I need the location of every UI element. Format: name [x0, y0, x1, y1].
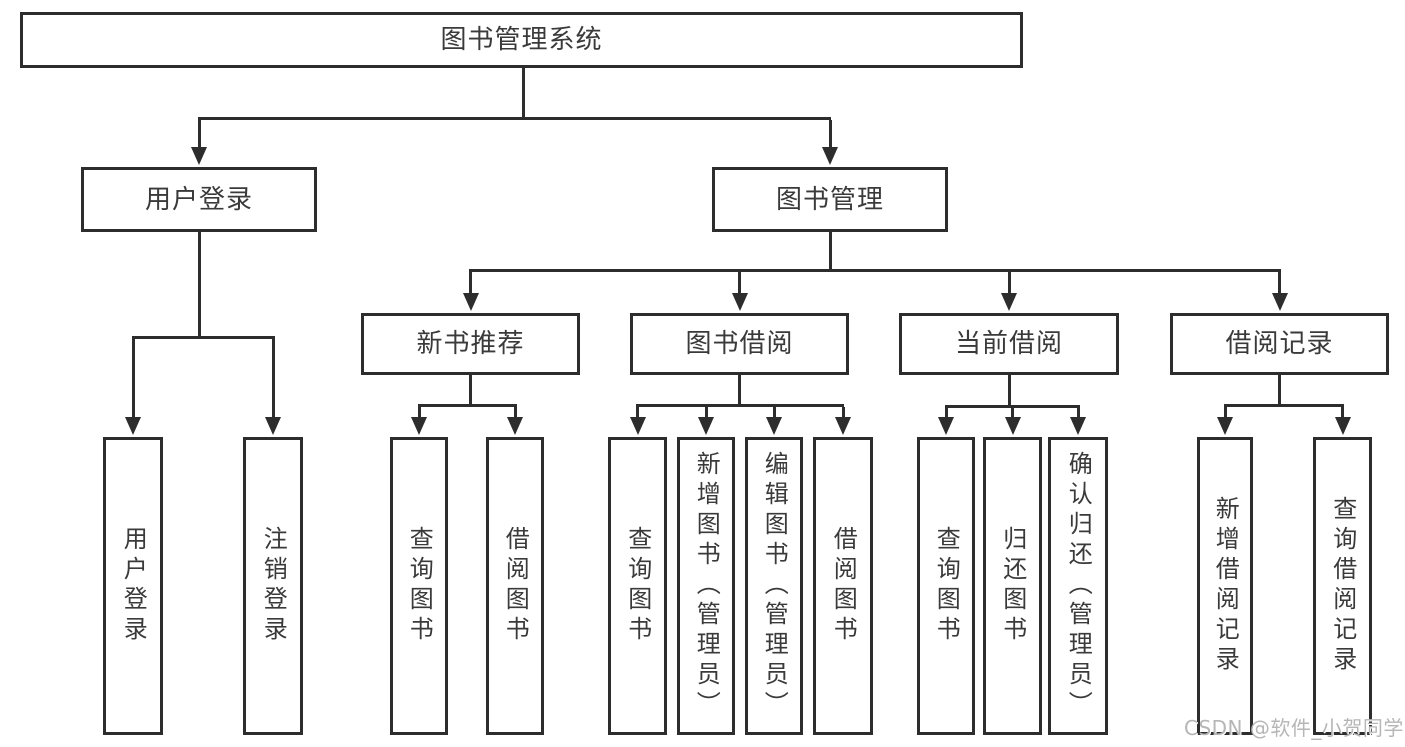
- node-book-management: 图书管理: [712, 167, 948, 232]
- arrow-down-icon: [629, 417, 646, 435]
- connector-stem: [469, 272, 472, 293]
- watermark: CSDN @软件_小贺同学: [1184, 716, 1404, 740]
- leaf-add-book-admin: 新增图书（管理员）: [677, 437, 735, 735]
- leaf-query-books-borrow: 查询图书: [608, 437, 667, 735]
- leaf-query-borrow-record: 查询借阅记录: [1313, 437, 1372, 735]
- connector-recommend-h: [417, 404, 517, 407]
- node-book-management-label: 图书管理: [775, 184, 884, 215]
- arrow-down-icon: [731, 293, 748, 311]
- connector-stem: [1011, 408, 1014, 417]
- connector-stem: [704, 407, 708, 417]
- leaf-return-books: 归还图书: [983, 437, 1042, 735]
- node-new-book-recommend: 新书推荐: [361, 313, 580, 375]
- node-new-book-recommend-label: 新书推荐: [416, 329, 525, 359]
- arrow-down-icon: [265, 417, 281, 435]
- arrow-down-icon: [835, 417, 851, 435]
- connector-stem: [1278, 272, 1281, 293]
- connector-bookmgmt-v: [828, 232, 832, 269]
- leaf-logout: 注销登录: [243, 437, 303, 735]
- connector-bookmgmt-h: [469, 269, 1281, 272]
- arrow-down-icon: [766, 417, 782, 435]
- connector-root-h: [197, 117, 831, 120]
- connector-borrow-v: [738, 375, 741, 404]
- node-current-borrow: 当前借阅: [899, 313, 1119, 375]
- node-borrow-records: 借阅记录: [1170, 313, 1389, 375]
- node-root: 图书管理系统: [20, 12, 1023, 68]
- connector-stem: [636, 407, 639, 417]
- connector-current-v: [1007, 375, 1011, 405]
- leaf-add-borrow-record: 新增借阅记录: [1197, 437, 1253, 735]
- leaf-query-books-borrow-label: 查询图书: [623, 526, 652, 646]
- connector-stem: [772, 407, 776, 417]
- arrow-down-icon: [1334, 417, 1351, 435]
- arrow-down-icon: [507, 417, 523, 435]
- arrow-down-icon: [1070, 417, 1086, 435]
- arrow-down-icon: [191, 147, 207, 165]
- connector-stem: [944, 408, 948, 417]
- connector-stem: [131, 339, 135, 417]
- connector-stem: [271, 339, 275, 417]
- connector-recommend-v: [469, 375, 472, 404]
- connector-stem: [828, 120, 832, 147]
- connector-stem: [513, 407, 517, 417]
- connector-stem: [197, 120, 201, 147]
- leaf-query-books-current: 查询图书: [917, 437, 975, 735]
- arrow-down-icon: [125, 417, 141, 435]
- node-borrow-records-label: 借阅记录: [1225, 329, 1334, 359]
- leaf-query-books-recommend-label: 查询图书: [405, 526, 434, 646]
- node-user-login-label: 用户登录: [144, 184, 253, 215]
- leaf-logout-label: 注销登录: [259, 526, 288, 646]
- leaf-user-login: 用户登录: [103, 437, 163, 735]
- leaf-edit-book-admin: 编辑图书（管理员）: [745, 437, 803, 735]
- arrow-down-icon: [1004, 417, 1021, 435]
- connector-root-v: [521, 68, 525, 117]
- leaf-add-book-admin-label: 新增图书（管理员）: [692, 451, 721, 721]
- connector-stem: [1007, 272, 1011, 293]
- leaf-add-borrow-record-label: 新增借阅记录: [1211, 496, 1240, 676]
- node-user-login: 用户登录: [81, 167, 317, 232]
- connector-records-v: [1278, 375, 1281, 404]
- leaf-user-login-label: 用户登录: [119, 526, 148, 646]
- connector-records-h: [1223, 404, 1344, 407]
- leaf-edit-book-admin-label: 编辑图书（管理员）: [760, 451, 789, 721]
- connector-userlogin-h: [131, 336, 275, 339]
- arrow-down-icon: [938, 417, 954, 435]
- arrow-down-icon: [411, 417, 427, 435]
- leaf-confirm-return-admin-label: 确认归还（管理员）: [1064, 451, 1093, 721]
- leaf-query-books-current-label: 查询图书: [932, 526, 961, 646]
- leaf-query-books-recommend: 查询图书: [390, 437, 448, 735]
- connector-stem: [738, 272, 741, 293]
- node-book-borrow: 图书借阅: [630, 313, 849, 375]
- connector-userlogin-v: [197, 232, 201, 336]
- leaf-confirm-return-admin: 确认归还（管理员）: [1048, 437, 1108, 735]
- connector-stem: [1076, 408, 1080, 417]
- connector-borrow-h: [636, 404, 844, 407]
- connector-stem: [1341, 407, 1344, 417]
- node-book-borrow-label: 图书借阅: [685, 329, 794, 359]
- node-current-borrow-label: 当前借阅: [954, 329, 1063, 359]
- leaf-borrow-books-recommend: 借阅图书: [486, 437, 544, 735]
- leaf-borrow-books: 借阅图书: [813, 437, 873, 735]
- node-root-label: 图书管理系统: [440, 25, 603, 55]
- leaf-query-borrow-record-label: 查询借阅记录: [1328, 496, 1357, 676]
- leaf-borrow-books-recommend-label: 借阅图书: [501, 526, 530, 646]
- connector-stem: [417, 407, 421, 417]
- arrow-down-icon: [462, 293, 479, 311]
- arrow-down-icon: [822, 147, 838, 165]
- arrow-down-icon: [698, 417, 714, 435]
- connector-stem: [841, 407, 845, 417]
- leaf-return-books-label: 归还图书: [998, 526, 1027, 646]
- arrow-down-icon: [1271, 293, 1288, 311]
- connector-current-h: [944, 405, 1080, 408]
- arrow-down-icon: [1217, 417, 1233, 435]
- arrow-down-icon: [1001, 293, 1017, 311]
- connector-stem: [1223, 407, 1227, 417]
- leaf-borrow-books-label: 借阅图书: [829, 526, 858, 646]
